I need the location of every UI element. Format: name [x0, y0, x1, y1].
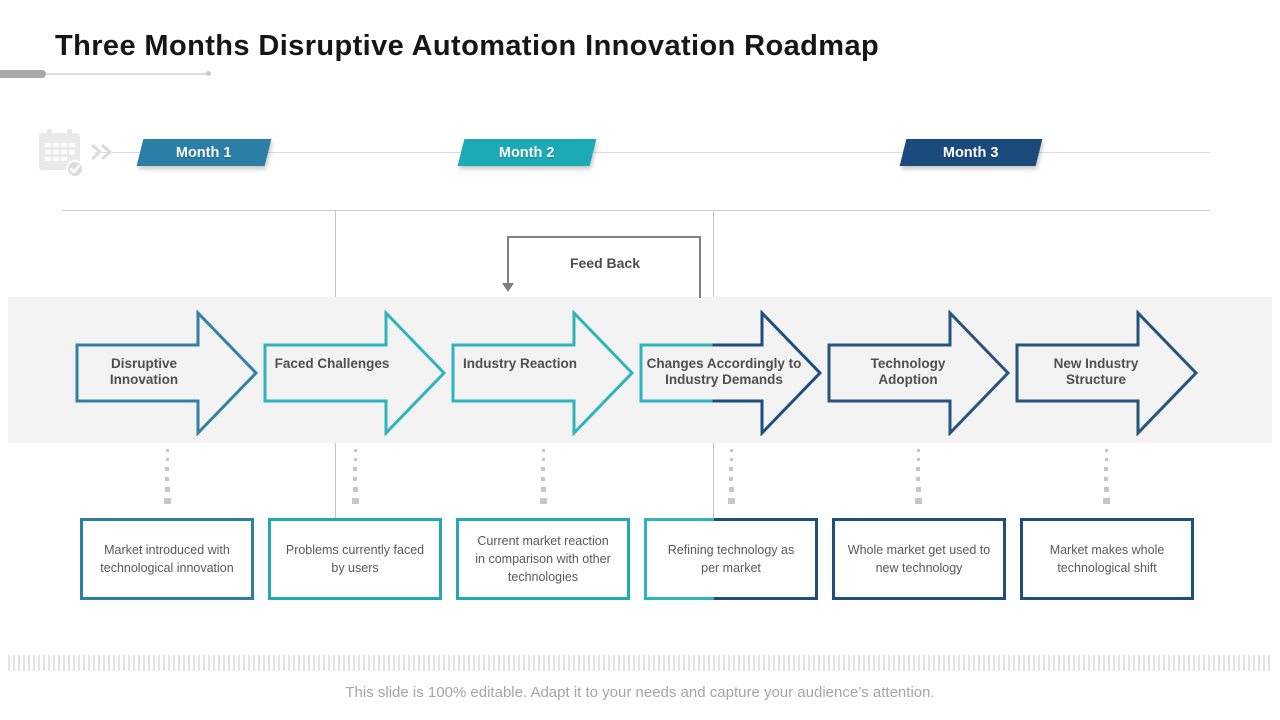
dotted-connector [727, 449, 735, 504]
stage-arrow-6 [1015, 310, 1199, 436]
month-2-label: Month 2 [499, 144, 555, 161]
dotted-connector [163, 449, 171, 504]
calendar-check-icon [36, 128, 86, 183]
stage-arrow-4 [639, 310, 823, 436]
dotted-connector [351, 449, 359, 504]
feedback-bracket-top [507, 236, 701, 238]
stage-6-description-box: Market makes whole technological shift [1020, 518, 1194, 600]
stage-arrow-3 [451, 310, 635, 436]
dotted-connector [914, 449, 922, 504]
stage-2-label: Faced Challenges [274, 356, 390, 371]
feedback-arrowhead-icon [502, 283, 514, 292]
feedback-label: Feed Back [569, 255, 641, 271]
stage-5-description: Whole market get used to new technology [847, 542, 991, 575]
month-1-banner: Month 1 [136, 139, 272, 166]
stage-3-label: Industry Reaction [462, 356, 578, 371]
stage-5-label: Technology Adoption [870, 356, 946, 388]
feedback-bracket-left [507, 236, 509, 283]
stage-1-description: Market introduced with technological inn… [100, 542, 234, 575]
dotted-connector [539, 449, 547, 504]
stage-arrow-5 [827, 310, 1011, 436]
footer-ticker-strip [8, 655, 1272, 671]
page-title: Three Months Disruptive Automation Innov… [55, 30, 880, 62]
month-2-banner: Month 2 [457, 139, 597, 166]
stage-6-description: Market makes whole technological shift [1049, 542, 1165, 575]
stage-4-description-box: Refining technology as per market [644, 518, 818, 600]
title-underline [46, 73, 209, 75]
footer-note: This slide is 100% editable. Adapt it to… [345, 684, 935, 701]
month-3-banner: Month 3 [899, 139, 1043, 166]
stage-2-description: Problems currently faced by users [285, 542, 425, 575]
stage-1-description-box: Market introduced with technological inn… [80, 518, 254, 600]
horizontal-divider-line [62, 210, 1210, 211]
month-3-label: Month 3 [943, 144, 999, 161]
dotted-connector [1102, 449, 1110, 504]
stage-3-description-box: Current market reaction in comparison wi… [456, 518, 630, 600]
double-chevron-icon [88, 142, 116, 167]
stage-5-description-box: Whole market get used to new technology [832, 518, 1006, 600]
title-accent-bar [0, 70, 46, 78]
stage-arrow-1 [75, 310, 259, 436]
stage-4-label: Changes Accordingly to Industry Demands [646, 356, 802, 388]
feedback-bracket-right [699, 236, 701, 298]
stage-4-description: Refining technology as per market [667, 542, 795, 575]
stage-arrow-2 [263, 310, 447, 436]
month-1-label: Month 1 [176, 144, 232, 161]
stage-1-label: Disruptive Innovation [109, 356, 179, 388]
stage-6-label: New Industry Structure [1053, 356, 1139, 388]
stage-2-description-box: Problems currently faced by users [268, 518, 442, 600]
timeline-connector-line [95, 152, 1210, 153]
stage-3-description: Current market reaction in comparison wi… [475, 533, 611, 585]
title-underline-dot [206, 71, 211, 76]
